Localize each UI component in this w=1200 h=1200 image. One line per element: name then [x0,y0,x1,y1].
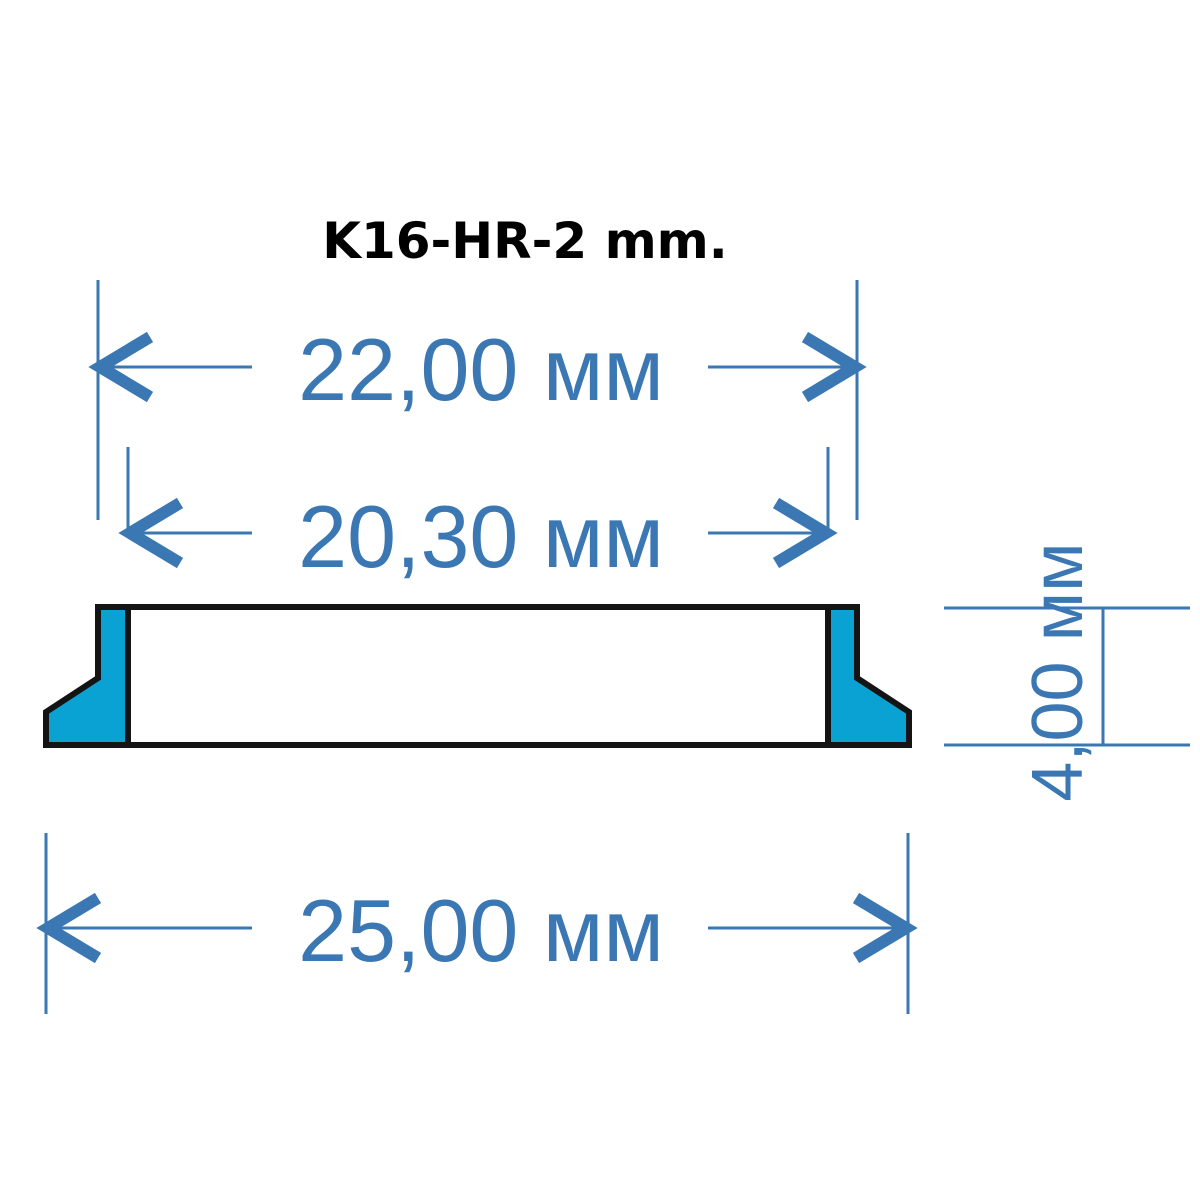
dimension-inner [118,447,838,569]
ring-wall-left [43,604,131,748]
dimension-label-outer-bottom: 25,00 мм [298,881,664,980]
ring-bore [125,604,831,748]
dimension-outer-bottom [36,833,918,1014]
dimension-label-height: 4,00 мм [1018,542,1098,801]
ring-cross-section [43,604,912,748]
arrow-right-icon [801,331,867,403]
part-title: K16-HR-2 mm. [322,212,728,270]
ring-wall-right [825,604,912,748]
arrow-right-icon [852,892,918,964]
arrow-right-icon [772,497,838,569]
arrow-left-icon [36,892,102,964]
dimension-label-inner: 20,30 мм [298,487,664,586]
dimension-outer-top [88,280,867,520]
dimension-height [944,606,1190,747]
arrow-left-icon [88,331,154,403]
arrow-left-icon [118,497,184,569]
dimension-label-outer-top: 22,00 мм [298,320,664,419]
